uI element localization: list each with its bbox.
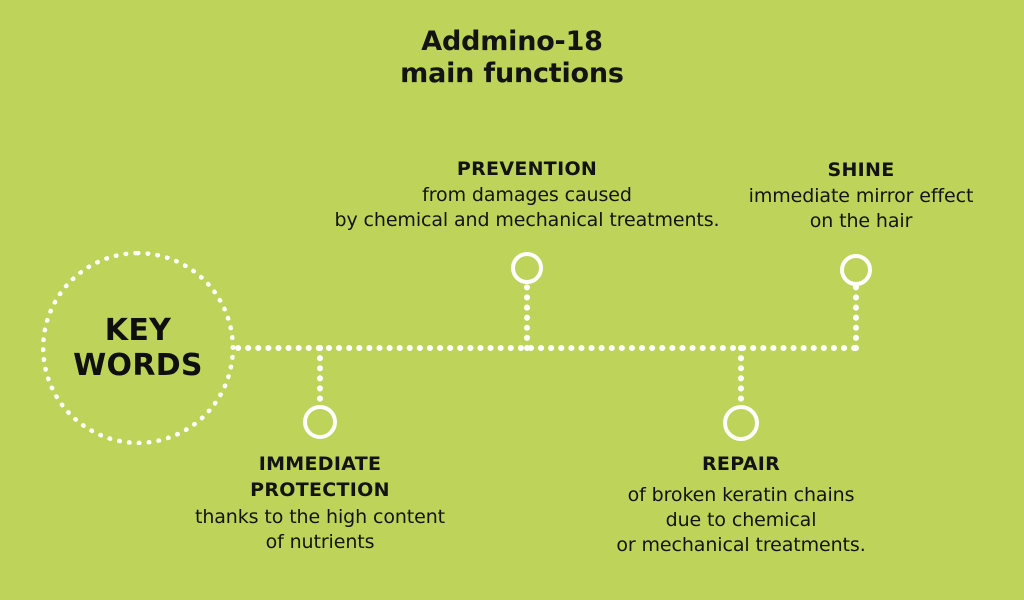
page-title-line-1: Addmino-18 xyxy=(421,26,603,57)
branch-shine: SHINE immediate mirror effect on the hai… xyxy=(706,157,1016,234)
node-circle-shine xyxy=(840,254,872,286)
node-circle-prevention xyxy=(511,252,543,284)
branch-repair-body: of broken keratin chains due to chemical… xyxy=(592,483,890,558)
branch-repair-heading: REPAIR xyxy=(702,453,780,475)
branch-immediate-protection-body: thanks to the high content of nutrients xyxy=(172,505,468,555)
node-circle-repair xyxy=(723,405,759,441)
branch-immediate-protection-heading-line-1: IMMEDIATE xyxy=(258,453,382,475)
branch-repair-body-line-1: of broken keratin chains xyxy=(627,484,855,506)
branch-prevention-heading: PREVENTION xyxy=(456,158,598,180)
branch-shine-body-line-2: on the hair xyxy=(809,210,913,232)
page-title-line-2: main functions xyxy=(400,58,624,89)
branch-immediate-protection-body-line-1: thanks to the high content xyxy=(194,506,446,528)
branch-prevention-body-line-2: by chemical and mechanical treatments. xyxy=(334,209,720,231)
branch-shine-body-line-1: immediate mirror effect xyxy=(748,185,974,207)
key-words-label: KEY WORDS xyxy=(73,313,203,383)
branch-repair-body-line-3: or mechanical treatments. xyxy=(616,534,866,556)
branch-repair-body-line-2: due to chemical xyxy=(665,509,817,531)
branch-prevention: PREVENTION from damages caused by chemic… xyxy=(307,156,747,233)
branch-immediate-protection-heading: IMMEDIATE PROTECTION xyxy=(172,451,468,503)
branch-shine-body: immediate mirror effect on the hair xyxy=(706,184,1016,234)
key-words-node: KEY WORDS xyxy=(41,251,235,445)
branch-prevention-body-line-1: from damages caused xyxy=(422,184,632,206)
node-circle-immediate-protection xyxy=(303,405,337,439)
branch-immediate-protection-heading-line-2: PROTECTION xyxy=(250,479,390,501)
branch-prevention-body: from damages caused by chemical and mech… xyxy=(307,183,747,233)
branch-repair: REPAIR of broken keratin chains due to c… xyxy=(592,451,890,558)
branch-immediate-protection-body-line-2: of nutrients xyxy=(265,531,375,553)
key-words-label-line-2: WORDS xyxy=(73,348,203,383)
page-title: Addmino-18 main functions xyxy=(0,26,1024,90)
branch-shine-heading: SHINE xyxy=(827,159,895,181)
key-words-label-line-1: KEY xyxy=(104,313,172,348)
branch-immediate-protection: IMMEDIATE PROTECTION thanks to the high … xyxy=(172,451,468,555)
